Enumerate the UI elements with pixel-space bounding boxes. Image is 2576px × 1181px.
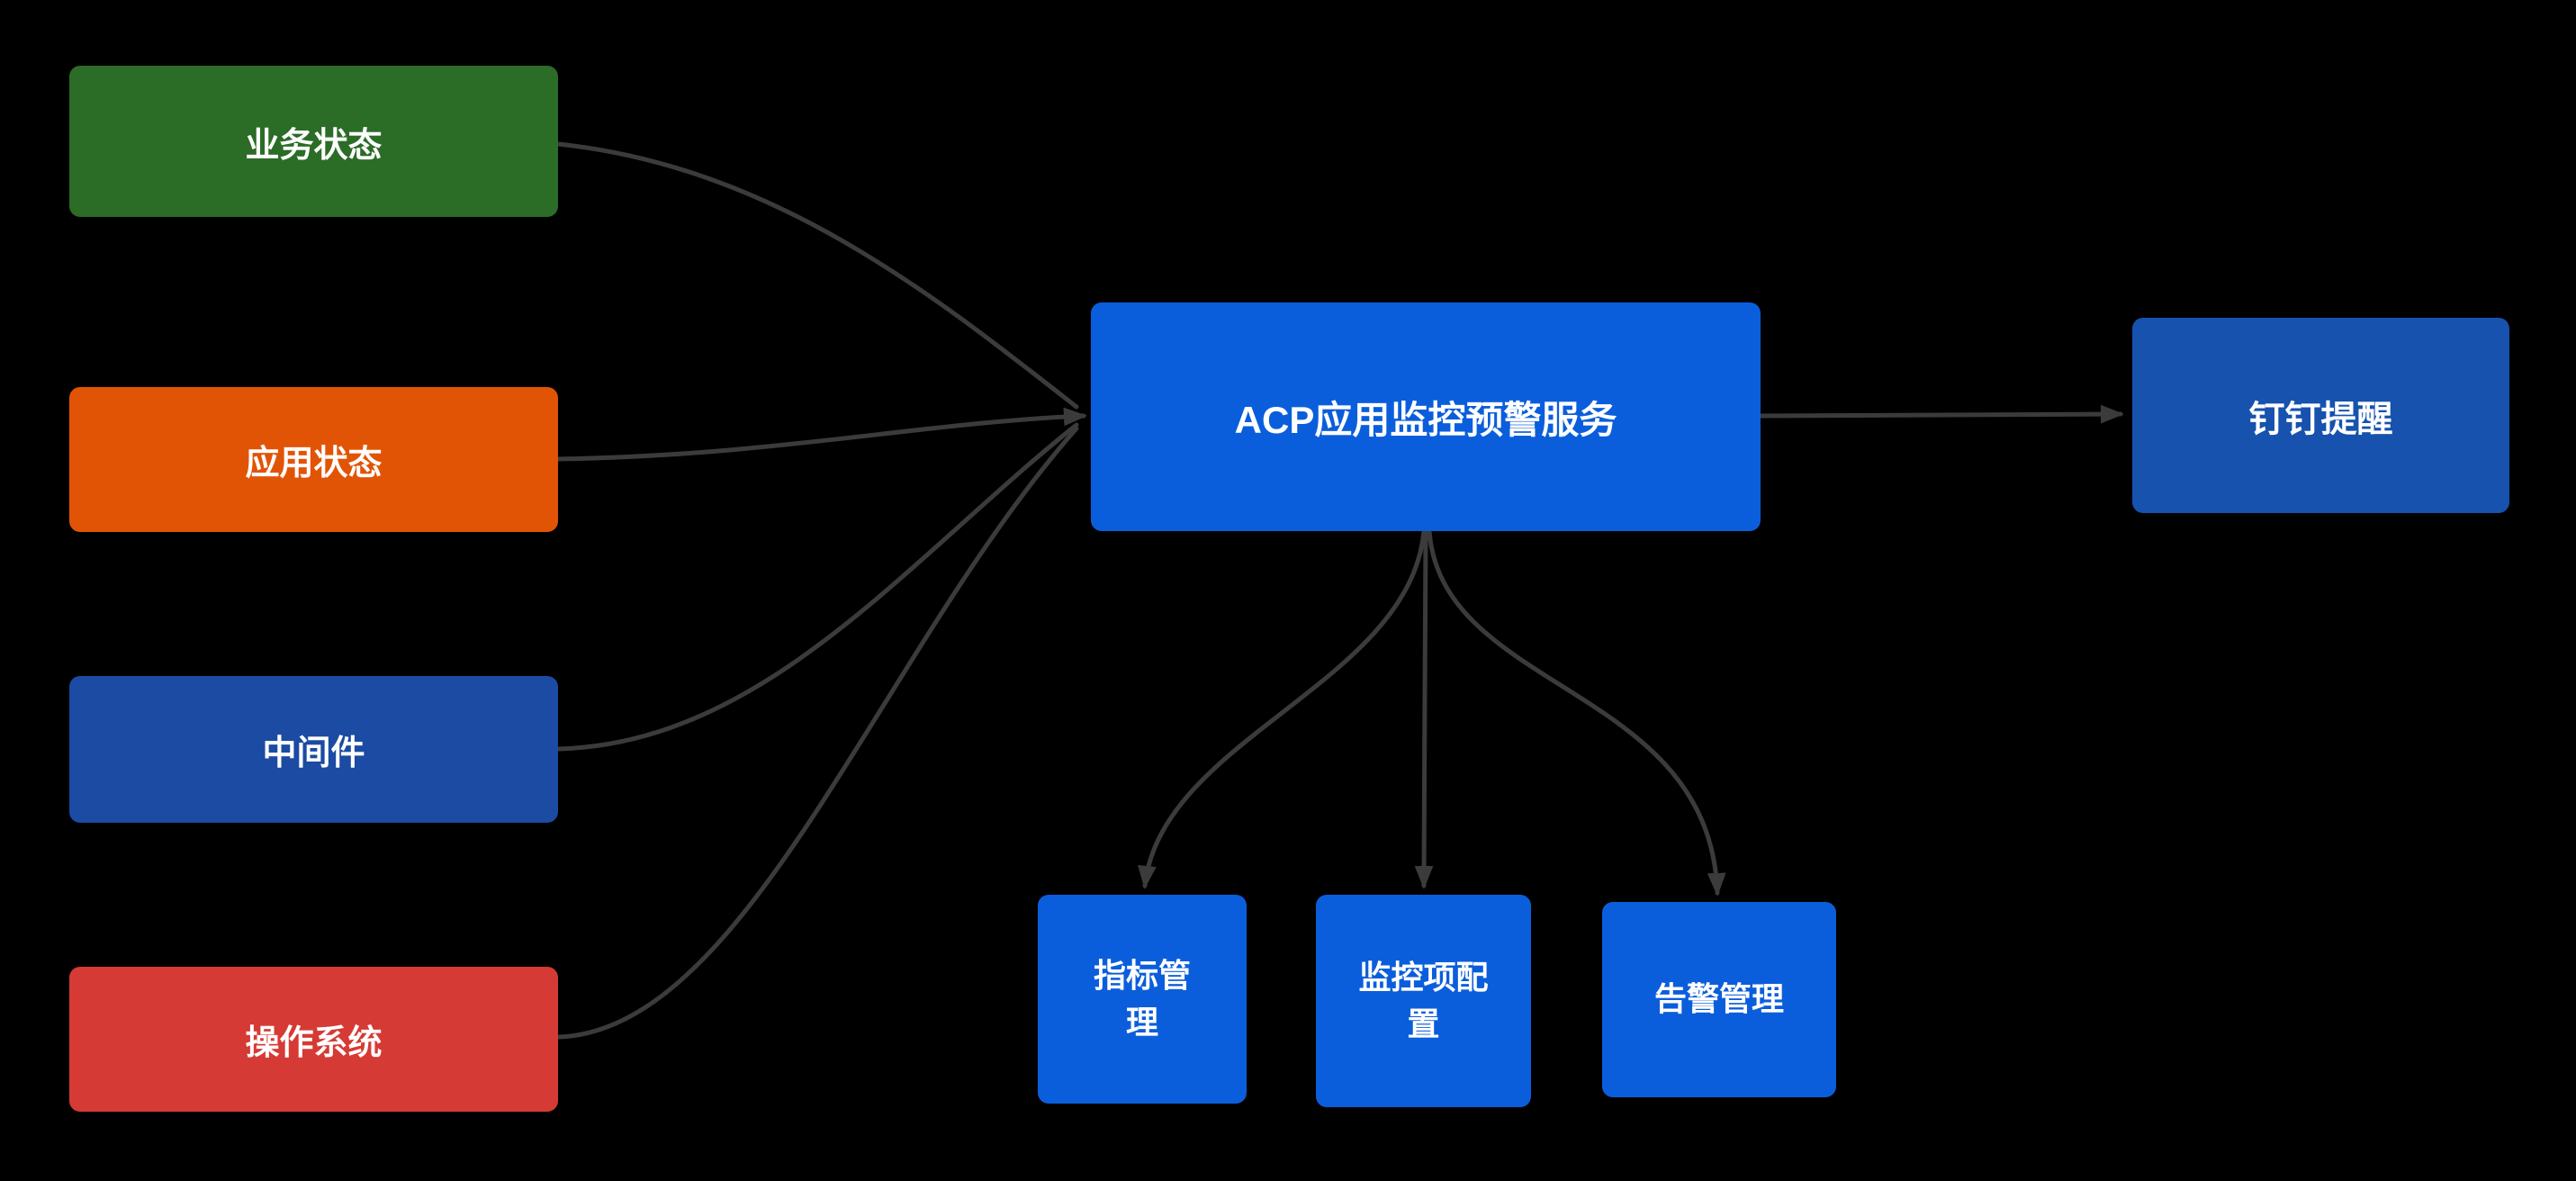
node-alert-management: 告警管理 [1602,902,1836,1097]
edge-middleware-to-acp [555,422,1079,752]
node-business-status: 业务状态 [69,66,558,217]
edge-acp-to-metric-management [1138,528,1427,889]
edge-acp-to-alert-management [1427,528,1726,897]
node-acp-monitoring-service: ACP应用监控预警服务 [1091,302,1761,531]
node-monitor-item-config: 监控项配置 [1316,895,1531,1107]
node-dingtalk-reminder-label: 钉钉提醒 [2248,399,2393,439]
node-business-status-label: 业务状态 [245,126,383,165]
edge-business-status-to-acp [555,141,1079,410]
node-app-status-label: 应用状态 [245,445,383,482]
node-monitor-item-config-label: 监控项配置 [1358,958,1489,1042]
node-acp-monitoring-service-label: ACP应用监控预警服务 [1234,398,1617,441]
node-middleware: 中间件 [69,676,558,823]
node-metric-management-label: 指标管理 [1093,956,1191,1041]
node-middleware-label: 中间件 [262,735,365,772]
node-metric-management: 指标管理 [1038,895,1247,1104]
edge-app-status-to-acp [555,407,1087,462]
node-operating-system-label: 操作系统 [245,1024,383,1062]
node-app-status: 应用状态 [69,387,558,532]
node-dingtalk-reminder: 钉钉提醒 [2132,318,2509,513]
node-alert-management-label: 告警管理 [1653,980,1784,1018]
edge-acp-to-monitor-item-config [1414,528,1434,889]
node-operating-system: 操作系统 [69,967,558,1112]
edge-acp-to-dingtalk [1758,404,2124,424]
edge-os-to-acp [555,426,1079,1040]
